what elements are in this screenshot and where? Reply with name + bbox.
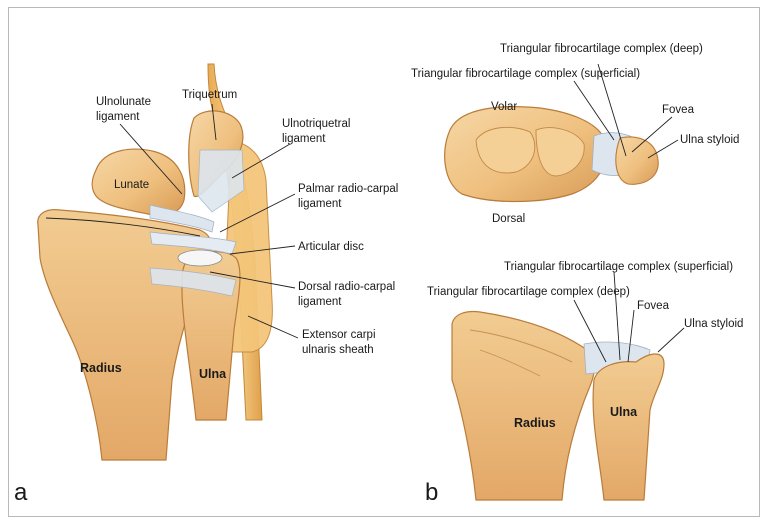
label-ulnotriquetral-2: ligament [282,133,326,145]
label-ulnolunate-1: Ulnolunate [96,96,151,108]
label-b-bottom-tfcc-superficial: Triangular fibrocartilage complex (super… [504,261,733,273]
panel-b-top-illustration [445,64,678,202]
label-articular-disc: Articular disc [298,241,364,253]
label-triquetrum: Triquetrum [182,89,237,101]
label-b-bottom-tfcc-deep: Triangular fibrocartilage complex (deep) [427,286,630,298]
label-radius-b: Radius [514,416,556,430]
ulna-coronal [593,354,664,500]
label-ulnolunate-2: ligament [96,111,140,123]
label-palmar-2: ligament [298,198,342,210]
label-dorsal-1: Dorsal radio-carpal [298,281,395,293]
label-radius-a: Radius [80,361,122,375]
label-lunate: Lunate [114,179,149,191]
panel-label-a: a [14,479,28,506]
articular-disc [178,250,222,266]
label-ulna-b: Ulna [610,405,638,419]
label-b-bottom-ulna-styloid: Ulna styloid [684,318,743,330]
radius-coronal [452,312,595,501]
label-b-top-tfcc-deep: Triangular fibrocartilage complex (deep) [500,43,703,55]
label-volar: Volar [491,101,517,113]
label-dorsal-2: ligament [298,296,342,308]
label-ecu-2: ulnaris sheath [302,344,374,356]
label-dorsal: Dorsal [492,213,525,225]
panel-label-b: b [425,479,438,506]
label-ulna-a: Ulna [199,367,227,381]
label-b-top-fovea: Fovea [662,104,695,116]
panel-a-illustration [38,64,298,460]
label-ulnotriquetral-1: Ulnotriquetral [282,118,350,130]
label-b-top-ulna-styloid: Ulna styloid [680,134,739,146]
label-b-top-tfcc-superficial: Triangular fibrocartilage complex (super… [411,68,640,80]
label-ecu-1: Extensor carpi [302,329,376,341]
label-b-bottom-fovea: Fovea [637,300,670,312]
label-palmar-1: Palmar radio-carpal [298,183,398,195]
